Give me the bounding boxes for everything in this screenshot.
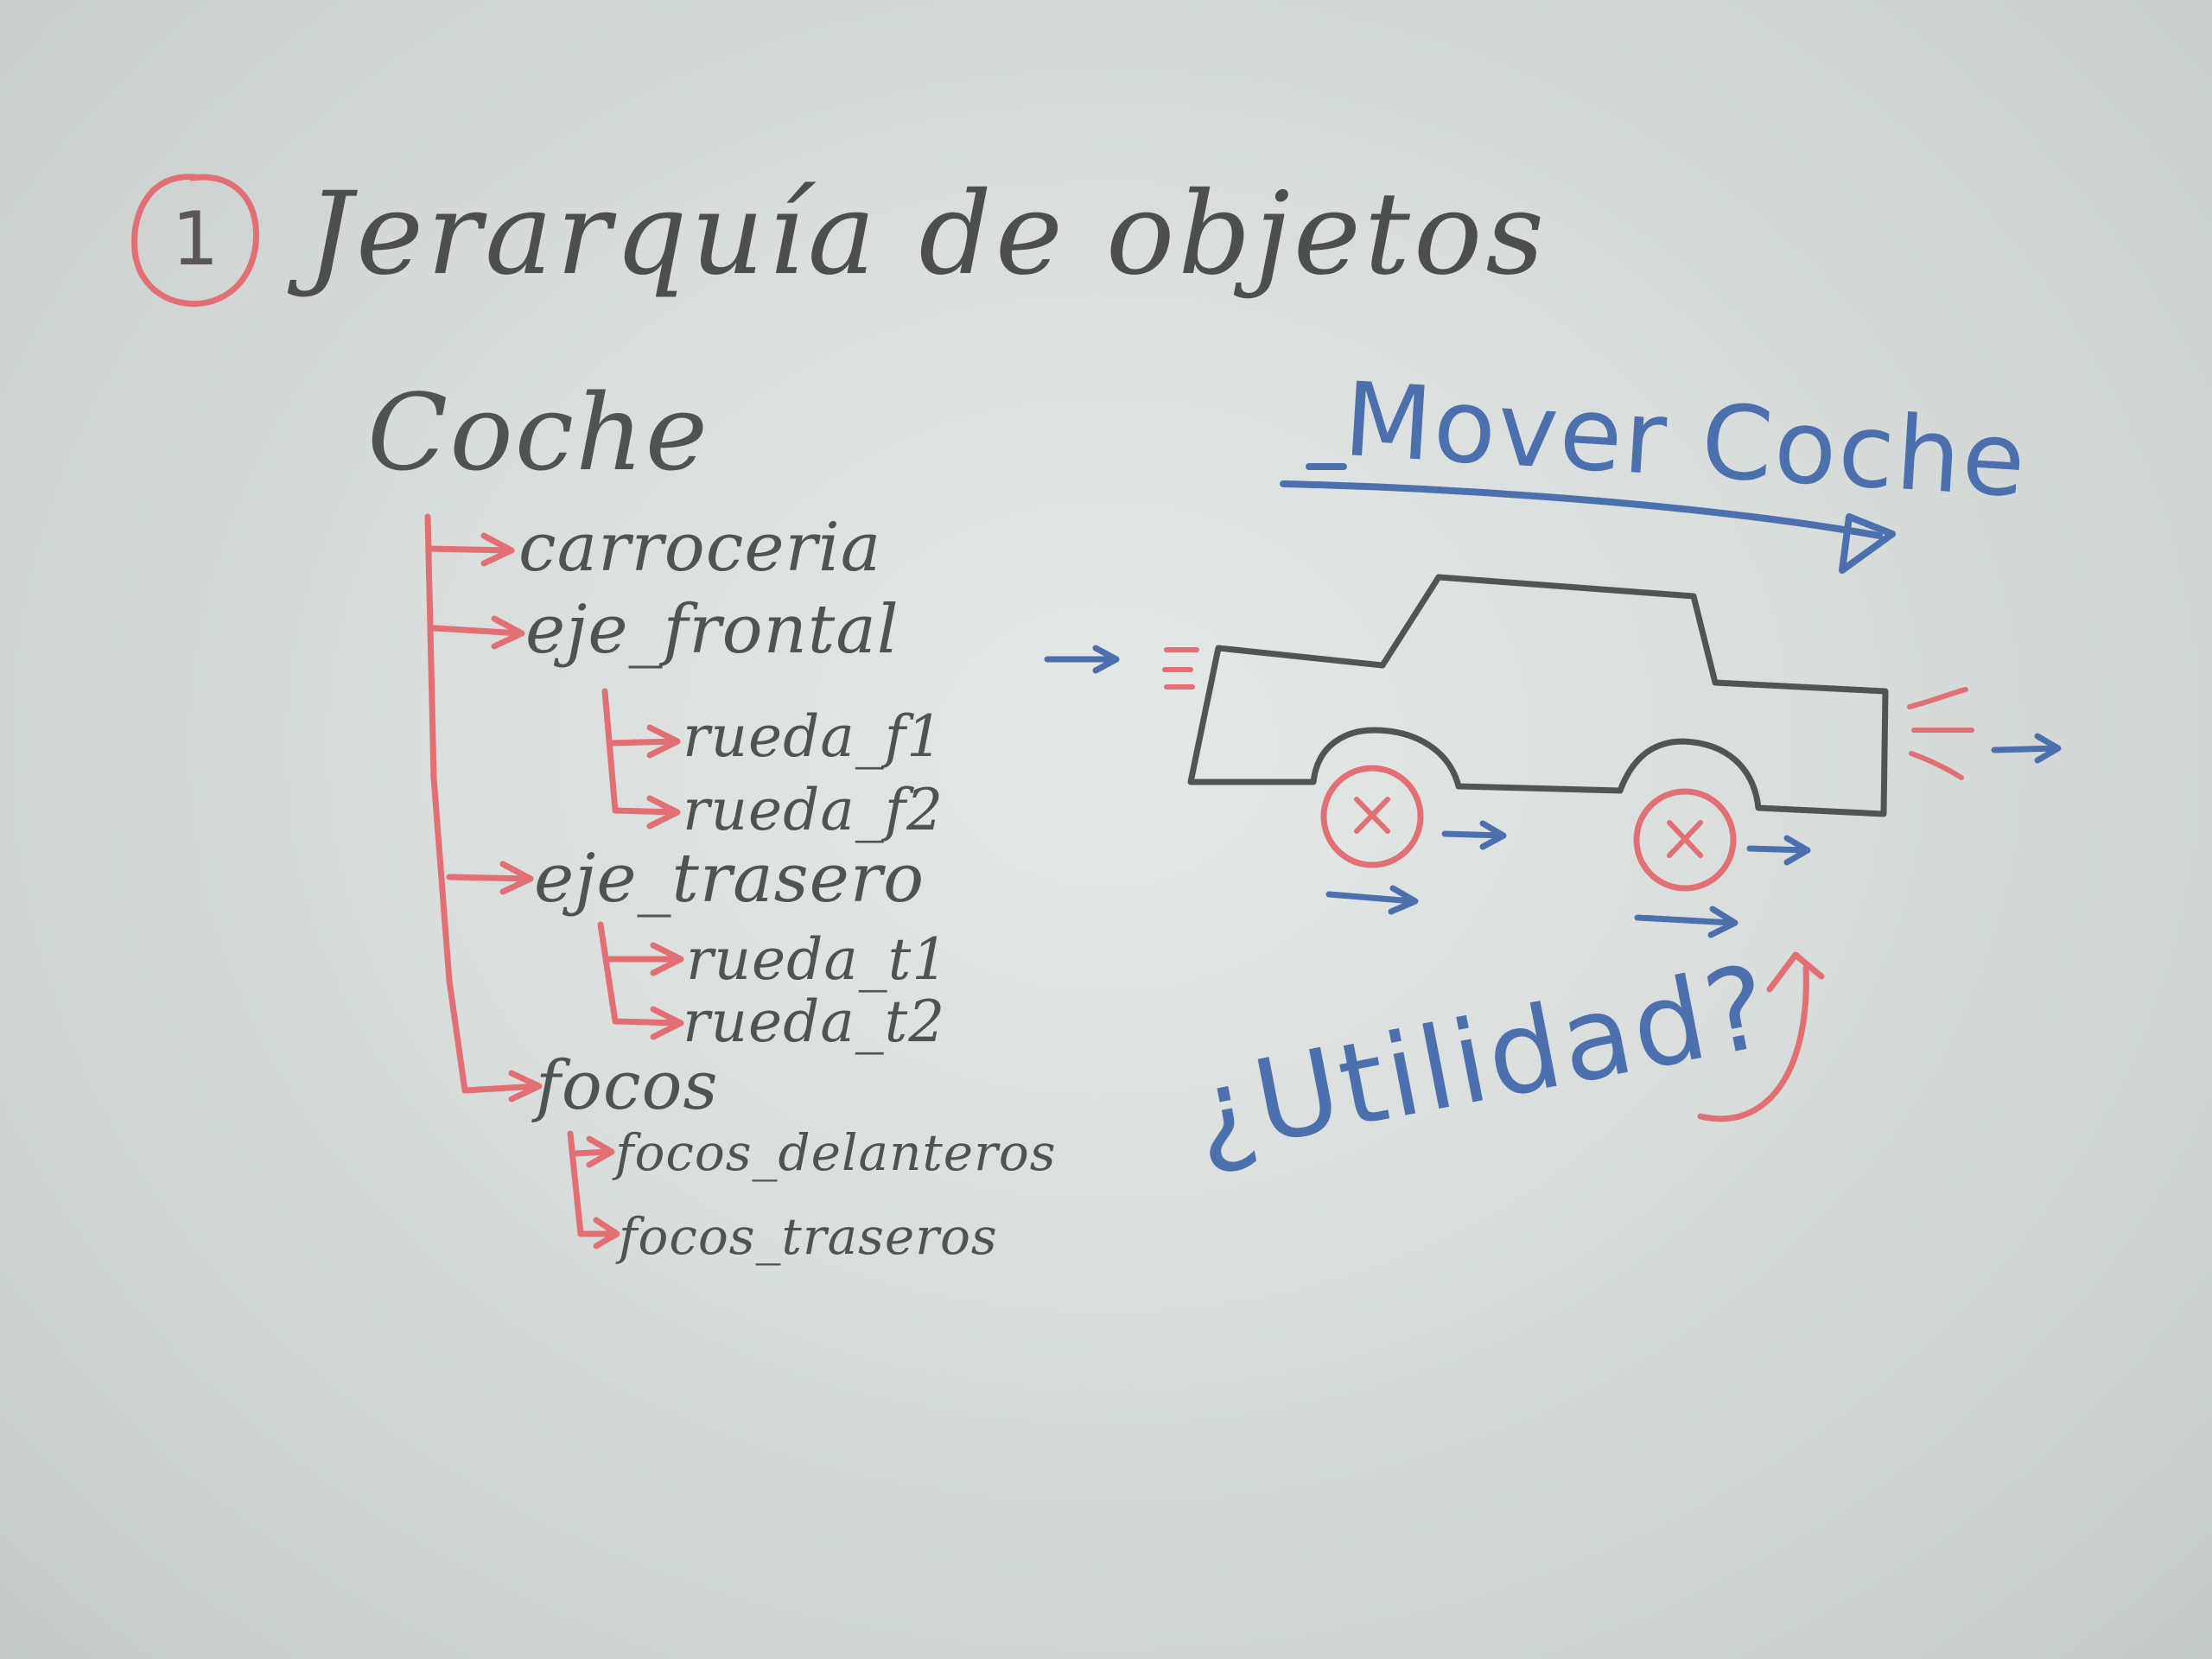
tree-node-rueda-f1: rueda_f1	[683, 703, 944, 770]
question-arrow	[1697, 951, 1825, 1122]
page-title: Jerarquía de objetos	[307, 168, 1548, 301]
tree-node-focos-traseros: focos_traseros	[619, 1207, 998, 1266]
tree-node-focos-delanteros: focos_delanteros	[615, 1123, 1057, 1182]
tree-node-rueda-t2: rueda_t2	[683, 988, 946, 1055]
tree-node-eje-trasero: eje_trasero	[534, 840, 925, 918]
tree-node-rueda-f2: rueda_f2	[683, 777, 944, 843]
tree-root: Coche	[367, 372, 709, 494]
car-body	[1187, 574, 1889, 817]
motion-arrow-ground-front	[1325, 891, 1416, 905]
tree-node-focos: focos	[536, 1047, 719, 1125]
motion-arrow-wheel-rear	[1746, 845, 1809, 854]
wheel-rear	[1633, 788, 1737, 892]
rear-light-mark	[1907, 687, 1968, 709]
tree-node-eje-frontal: eje_frontal	[525, 591, 899, 669]
motion-arrow-back	[1991, 745, 2060, 753]
move-arrow-head	[1839, 513, 1896, 574]
tree-node-carroceria: carroceria	[518, 509, 882, 587]
wheel-front	[1320, 765, 1424, 868]
motion-arrow-wheel-front	[1441, 830, 1505, 839]
title-number: 1	[171, 196, 219, 283]
move-arrow-line	[1280, 480, 1883, 539]
trunk-line	[424, 513, 468, 1094]
motion-arrow-ground-rear	[1634, 914, 1736, 926]
tree-node-rueda-t1: rueda_t1	[686, 926, 950, 993]
